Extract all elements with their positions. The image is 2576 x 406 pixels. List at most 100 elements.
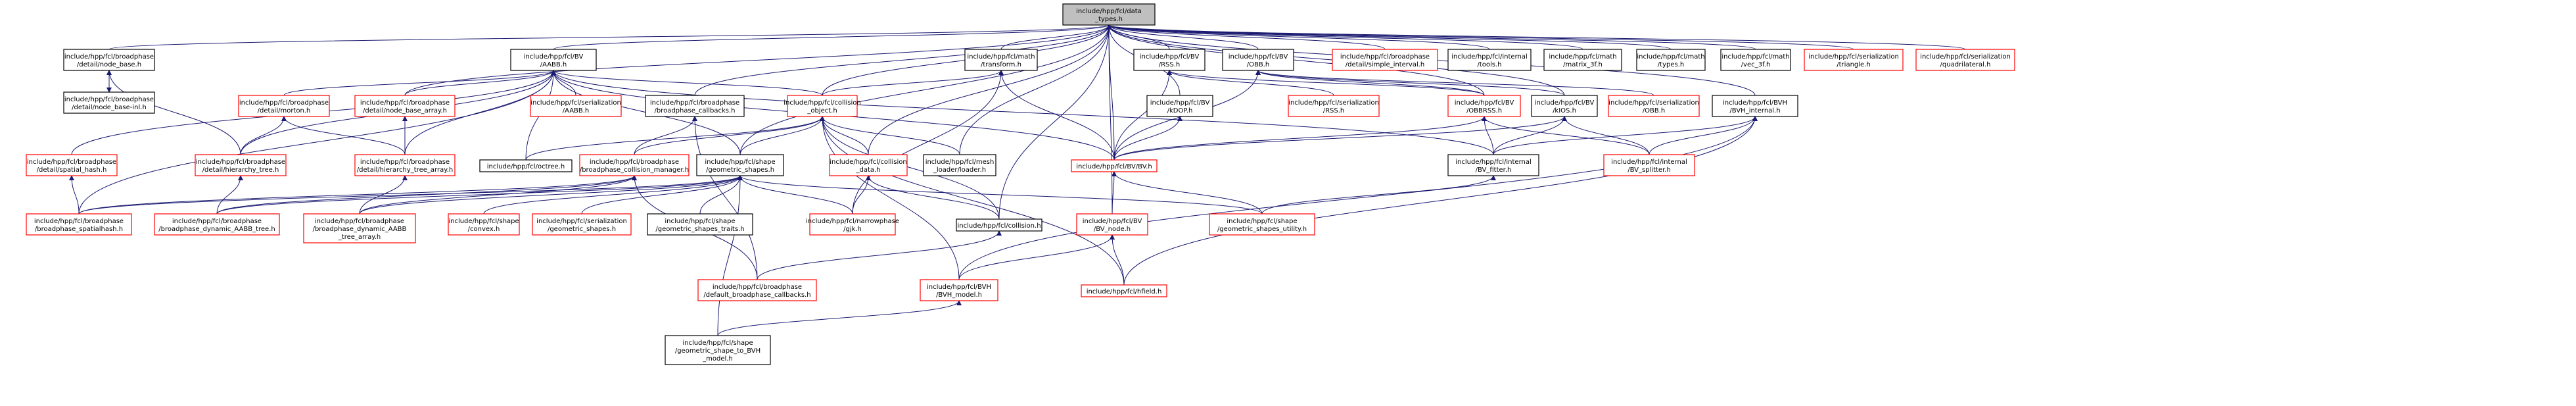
node-label-line: include/hpp/fcl/math (1721, 53, 1789, 61)
node-ser-triangle[interactable]: include/hpp/fcl/serialization/triangle.h (1804, 49, 1904, 71)
node-box (665, 335, 771, 365)
node-label-line: /geometric_shapes.h (548, 226, 616, 233)
edge-node-base-to-root (108, 24, 1112, 50)
edge-bv-fitter-to-kios (1493, 116, 1567, 155)
node-convex[interactable]: include/hpp/fcl/shape/convex.h (448, 213, 520, 236)
edge-collision-to-root (998, 24, 1112, 220)
edge-collision-object-to-transform (822, 70, 1004, 96)
node-shapes-utility[interactable]: include/hpp/fcl/shape/geometric_shapes_u… (1209, 213, 1315, 236)
node-label-line: /BVH_internal.h (1729, 107, 1780, 114)
node-node-base-inl[interactable]: include/hpp/fcl/broadphase/detail/node_b… (63, 91, 155, 114)
node-ser-quad[interactable]: include/hpp/fcl/serialization/quadrilate… (1915, 49, 2015, 71)
node-aabb[interactable]: include/hpp/fcl/BV/AABB.h (510, 49, 597, 71)
node-bv-node[interactable]: include/hpp/fcl/BV/BV_node.h (1076, 213, 1148, 236)
node-label-line: /BV_fitter.h (1476, 166, 1512, 174)
node-collision-data[interactable]: include/hpp/fcl/collision_data.h (829, 154, 908, 176)
node-bp-callbacks[interactable]: include/hpp/fcl/broadphase/broadphase_ca… (645, 95, 745, 117)
edge-bv-splitter-to-kios (1562, 116, 1650, 155)
node-label-line: include/hpp/fcl/collision (784, 99, 861, 107)
node-matrix3f[interactable]: include/hpp/fcl/math/matrix_3f.h (1543, 49, 1622, 71)
node-default-callbacks[interactable]: include/hpp/fcl/broadphase/default_broad… (697, 279, 817, 301)
edge-gjk-to-collision-data (852, 175, 871, 215)
node-bv-fitter[interactable]: include/hpp/fcl/internal/BV_fitter.h (1447, 154, 1539, 176)
node-transform[interactable]: include/hpp/fcl/math/transform.h (964, 49, 1038, 71)
node-label-line: include/hpp/fcl/math (1637, 53, 1704, 61)
node-label-line: include/hpp/fcl/BV (1229, 53, 1288, 61)
node-ser-aabb[interactable]: include/hpp/fcl/serialization/AABB.h (530, 95, 622, 117)
node-obb[interactable]: include/hpp/fcl/BV/OBB.h (1222, 49, 1294, 71)
node-box (697, 279, 817, 301)
node-label-line: /convex.h (468, 226, 500, 233)
node-label-line: _loader/loader.h (933, 166, 986, 174)
node-node-base-array[interactable]: include/hpp/fcl/broadphase/detail/node_b… (354, 95, 456, 117)
edge-mesh-loader-to-root (959, 24, 1112, 155)
node-box (530, 95, 622, 117)
node-bv-bv[interactable]: include/hpp/fcl/BV/BV.h (1071, 159, 1158, 172)
node-label-line: /OBBRSS.h (1466, 107, 1502, 114)
node-hfield[interactable]: include/hpp/fcl/hfield.h (1081, 284, 1167, 297)
node-rss[interactable]: include/hpp/fcl/BV/RSS.h (1133, 49, 1206, 71)
node-label-line: include/hpp/fcl/BV (1140, 53, 1200, 61)
node-bvh-internal[interactable]: include/hpp/fcl/BVH/BVH_internal.h (1712, 95, 1798, 117)
node-box (1076, 213, 1148, 236)
node-box (1332, 49, 1438, 71)
node-convex-to-bvh[interactable]: include/hpp/fcl/shape/geometric_shape_to… (665, 335, 771, 365)
node-box (1071, 159, 1158, 172)
node-node-base[interactable]: include/hpp/fcl/broadphase/detail/node_b… (63, 49, 155, 71)
node-label-line: /BV_splitter.h (1628, 166, 1671, 174)
edge-bvh-model-to-bvh-internal (958, 116, 1758, 280)
node-bvh-model[interactable]: include/hpp/fcl/BVH/BVH_model.h (920, 279, 998, 301)
node-bv-splitter[interactable]: include/hpp/fcl/internal/BV_splitter.h (1603, 154, 1695, 176)
node-shapes-traits[interactable]: include/hpp/fcl/shape/geometric_shapes_t… (647, 213, 753, 236)
node-box (303, 213, 416, 243)
node-label-line: /quadrilateral.h (1940, 61, 1991, 68)
node-mesh-loader[interactable]: include/hpp/fcl/mesh_loader/loader.h (923, 154, 996, 176)
node-label-line: include/hpp/fcl/broadphase (315, 218, 404, 225)
node-math-types[interactable]: include/hpp/fcl/math/types.h (1636, 49, 1706, 71)
node-collision-manager[interactable]: include/hpp/fcl/broadphase/broadphase_co… (579, 154, 690, 176)
node-label-line: include/hpp/fcl/broadphase (360, 99, 450, 107)
node-label-line: /AABB.h (540, 61, 567, 68)
node-box (829, 154, 908, 176)
node-geometric-shapes[interactable]: include/hpp/fcl/shape/geometric_shapes.h (696, 154, 784, 176)
node-tools[interactable]: include/hpp/fcl/internal/tools.h (1447, 49, 1532, 71)
node-spatial-hash[interactable]: include/hpp/fcl/broadphase/detail/spatia… (26, 154, 118, 176)
edge-collision-to-collision-data (866, 175, 1000, 220)
node-gjk[interactable]: include/hpp/fcl/narrowphase/gjk.h (806, 213, 899, 236)
edge-bv-bv-to-rss (1113, 70, 1172, 161)
node-box (26, 213, 132, 236)
node-box (1804, 49, 1904, 71)
node-label-line: include/hpp/fcl/serialization (1288, 99, 1379, 107)
node-ser-rss[interactable]: include/hpp/fcl/serialization/RSS.h (1288, 95, 1380, 117)
node-dyn-aabb-tree[interactable]: include/hpp/fcl/broadphase/broadphase_dy… (154, 213, 280, 236)
node-dyn-aabb-tree-array[interactable]: include/hpp/fcl/broadphase/broadphase_dy… (303, 213, 416, 243)
node-spatialhash[interactable]: include/hpp/fcl/broadphase/broadphase_sp… (26, 213, 132, 236)
node-collision[interactable]: include/hpp/fcl/collision.h (956, 218, 1042, 232)
node-hierarchy-tree-array[interactable]: include/hpp/fcl/broadphase/detail/hierar… (354, 154, 456, 176)
node-obbrss[interactable]: include/hpp/fcl/BV/OBBRSS.h (1447, 95, 1521, 117)
node-hierarchy-tree[interactable]: include/hpp/fcl/broadphase/detail/hierar… (195, 154, 287, 176)
node-ser-obb[interactable]: include/hpp/fcl/serialization/OBB.h (1608, 95, 1700, 117)
edge-spatialhash-to-spatial-hash (69, 175, 80, 215)
node-morton[interactable]: include/hpp/fcl/broadphase/detail/morton… (238, 95, 330, 117)
node-kdop[interactable]: include/hpp/fcl/BV/kDOP.h (1146, 95, 1213, 117)
node-label-line: include/hpp/fcl/broadphase (64, 53, 154, 61)
node-ser-geometric-shapes[interactable]: include/hpp/fcl/serialization/geometric_… (532, 213, 632, 236)
node-octree[interactable]: include/hpp/fcl/octree.h (479, 159, 573, 172)
node-box (510, 49, 597, 71)
node-root[interactable]: include/hpp/fcl/data_types.h (1062, 3, 1156, 26)
edge-transform-to-root (1000, 24, 1112, 50)
edge-obb-to-root (1106, 24, 1259, 50)
node-label-line: /tools.h (1477, 61, 1501, 68)
node-vec3f[interactable]: include/hpp/fcl/math/vec_3f.h (1720, 49, 1791, 71)
node-label-line: /broadphase_dynamic_AABB_tree.h (158, 226, 275, 233)
node-label-line: include/hpp/fcl/shape (665, 218, 735, 225)
edge-convex-to-bvh-to-geometric-shapes (717, 175, 743, 336)
node-simple-interval[interactable]: include/hpp/fcl/broadphase/detail/simple… (1332, 49, 1438, 71)
node-kios[interactable]: include/hpp/fcl/BV/kIOS.h (1531, 95, 1598, 117)
node-collision-object[interactable]: include/hpp/fcl/collision_object.h (784, 95, 861, 117)
edge-default-callbacks-to-bp-callbacks (692, 116, 758, 280)
edge-shapes-traits-to-geometric-shapes (699, 175, 743, 215)
node-label-line: include/hpp/fcl/broadphase (172, 218, 262, 225)
node-box (645, 95, 745, 117)
